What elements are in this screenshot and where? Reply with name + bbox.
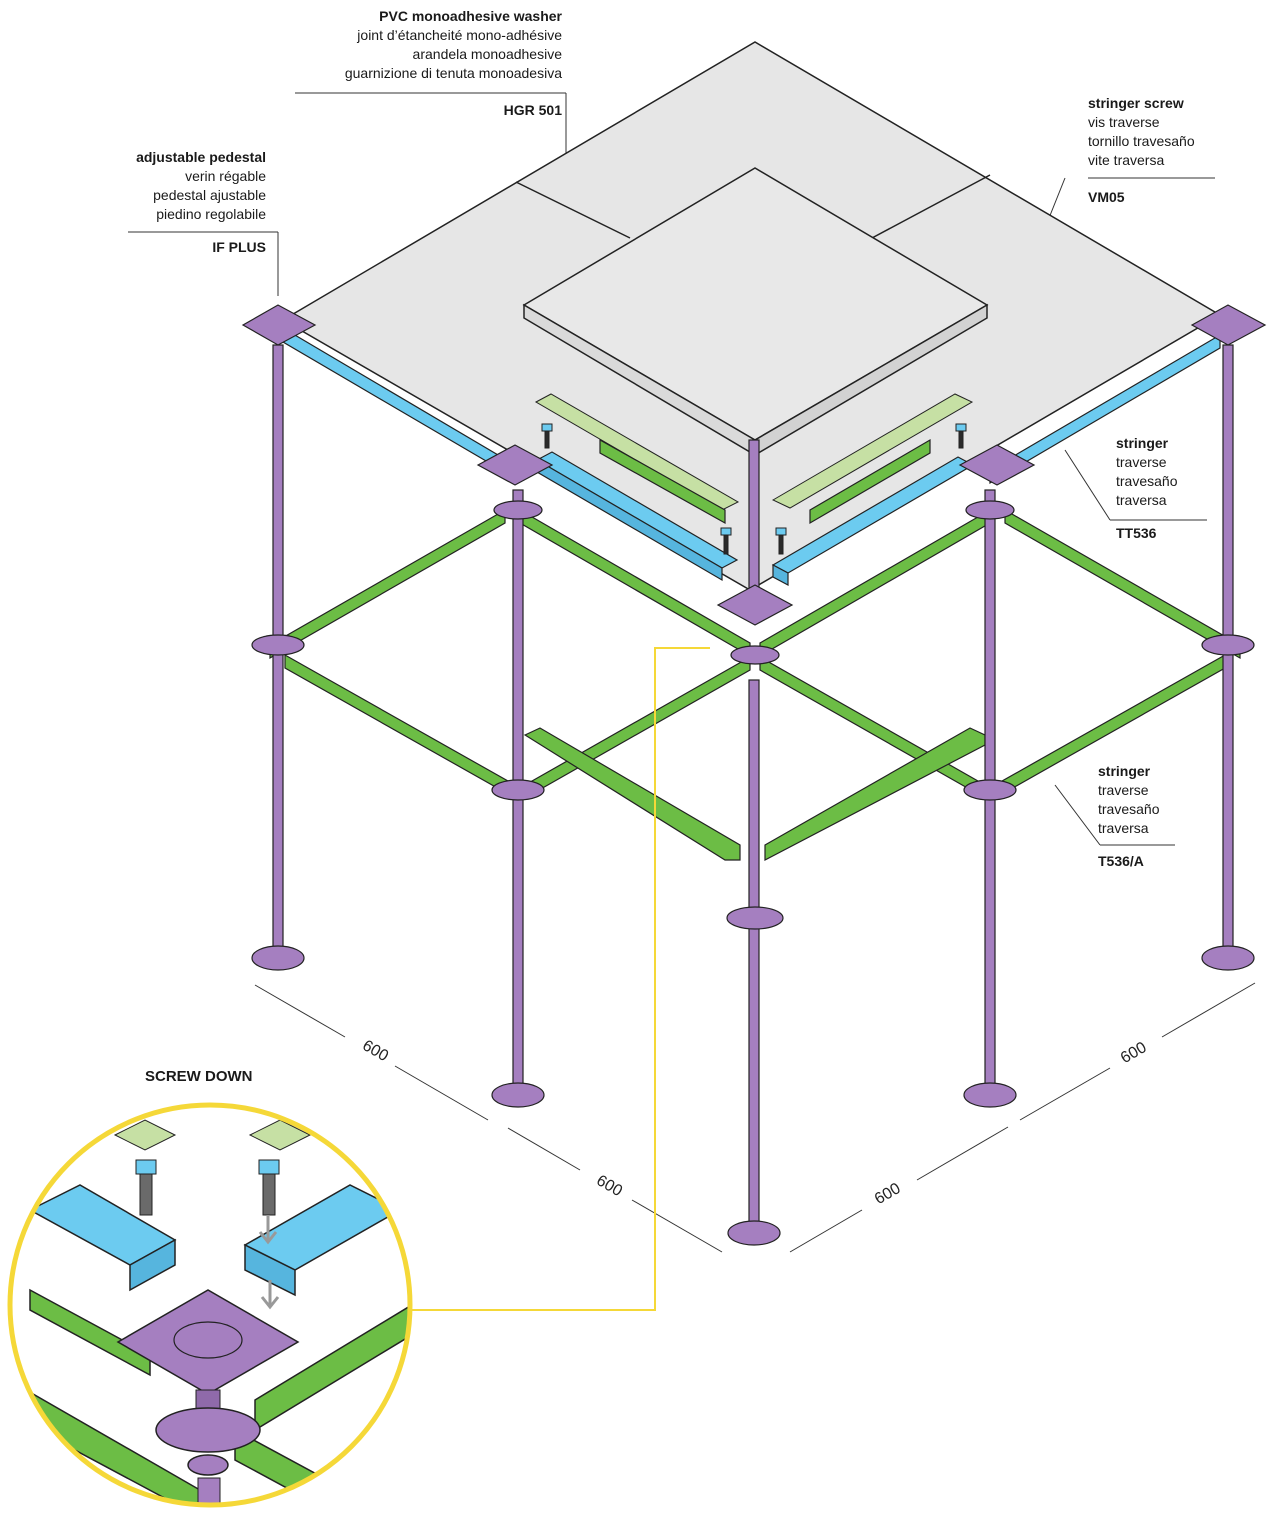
detail-title: SCREW DOWN (145, 1068, 253, 1085)
callout-connector (410, 647, 710, 1311)
pvc-washer-right (771, 393, 974, 509)
dimension-lines (254, 982, 1256, 1253)
label-pedestal-title: adjustable pedestal (136, 149, 266, 165)
label-screw-it: vite traversa (1088, 152, 1165, 168)
detail-callout-ring (7, 1102, 413, 1508)
label-screw-code: VM05 (1088, 189, 1125, 205)
label-washer-es: arandela monoadhesive (412, 46, 562, 62)
label-pedestal-code: IF PLUS (212, 239, 266, 255)
pedestal-posts (272, 344, 1234, 1226)
dimension-label-1: 600 (359, 1037, 391, 1065)
label-washer-it: guarnizione di tenuta monoadesiva (344, 65, 562, 81)
label-washer-code: HGR 501 (503, 102, 562, 118)
stringer-t536a-grid (269, 438, 1241, 861)
label-washer: PVC monoadhesive washer joint d’étanchei… (280, 7, 562, 120)
stringer-screws (541, 423, 967, 555)
label-pedestal: adjustable pedestal verin régable pedest… (100, 148, 266, 257)
label-stringer-t536a-title: stringer (1098, 763, 1151, 779)
label-stringer-tt536-es: travesaño (1116, 473, 1178, 489)
label-washer-title: PVC monoadhesive washer (379, 8, 562, 24)
dimension-label-4: 600 (1118, 1039, 1150, 1067)
label-stringer-t536a: stringer traverse travesaño traversa T53… (1098, 762, 1228, 871)
label-stringer-tt536-code: TT536 (1116, 525, 1157, 541)
screw-down-detail (10, 1105, 410, 1505)
label-pedestal-it: piedino regolabile (156, 206, 266, 222)
label-screw-es: tornillo travesaño (1088, 133, 1195, 149)
label-stringer-tt536-fr: traverse (1116, 454, 1167, 470)
label-pedestal-fr: verin régable (185, 168, 266, 184)
label-stringer-tt536-title: stringer (1116, 435, 1169, 451)
dimension-label-3: 600 (872, 1180, 904, 1208)
label-stringer-tt536: stringer traverse travesaño traversa TT5… (1116, 434, 1246, 543)
label-screw-fr: vis traverse (1088, 114, 1160, 130)
dimension-label-2: 600 (593, 1172, 625, 1200)
label-washer-fr: joint d’étancheité mono-adhésive (357, 27, 562, 43)
pedestal-heads (241, 304, 1267, 930)
label-pedestal-es: pedestal ajustable (153, 187, 266, 203)
label-stringer-t536a-fr: traverse (1098, 782, 1149, 798)
label-stringer-t536a-code: T536/A (1098, 853, 1144, 869)
pedestal-feet (251, 945, 1255, 1246)
label-screw: stringer screw vis traverse tornillo tra… (1088, 94, 1258, 207)
label-stringer-tt536-it: traversa (1116, 492, 1167, 508)
label-stringer-t536a-it: traversa (1098, 820, 1149, 836)
label-stringer-t536a-es: travesaño (1098, 801, 1160, 817)
label-screw-title: stringer screw (1088, 95, 1184, 111)
